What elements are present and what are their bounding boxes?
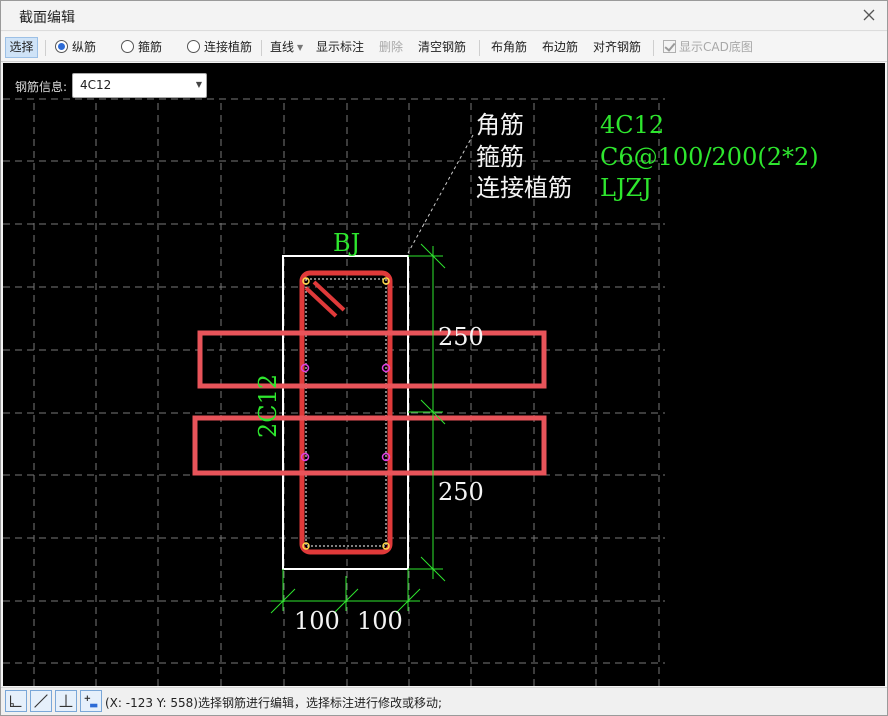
dimension-right <box>408 243 446 582</box>
section-drawing[interactable]: 角筋 4C12 箍筋 C6@100/200(2*2) 连接植筋 LJZJ BJ … <box>3 63 885 686</box>
title-bar: 截面编辑 <box>1 1 887 31</box>
rebar-info-value: 4C12 <box>80 78 112 92</box>
radio-stirrup[interactable]: 箍筋 <box>121 38 162 57</box>
toolbar-separator <box>261 40 262 56</box>
line-dropdown[interactable]: 直线▼ <box>270 38 303 57</box>
dimension-text: 100 <box>357 607 403 635</box>
radio-icon <box>187 40 200 53</box>
connect-bar-value: LJZJ <box>600 174 652 202</box>
delete-button[interactable]: 删除 <box>379 40 404 54</box>
grid <box>3 98 665 686</box>
dimension-bottom <box>270 569 421 614</box>
line-dropdown-label: 直线 <box>270 40 295 54</box>
toolbar-separator <box>479 40 480 56</box>
radio-longitudinal[interactable]: 纵筋 <box>55 38 96 57</box>
corner-bar-button[interactable]: 布角筋 <box>491 40 528 54</box>
side-bar-button[interactable]: 布边筋 <box>542 40 579 54</box>
chevron-down-icon: ▼ <box>195 80 202 89</box>
side-bar-marker <box>381 452 391 462</box>
align-bar-button[interactable]: 对齐钢筋 <box>593 40 642 54</box>
highlight-box-upper <box>197 330 547 389</box>
side-bar-marker <box>381 363 391 373</box>
checkbox-checked-icon <box>663 40 676 53</box>
corner-bar-marker <box>302 542 310 550</box>
connect-bar-label: 连接植筋 <box>476 174 572 202</box>
side-bar-marker <box>300 363 310 373</box>
stirrup-rebar <box>299 270 393 555</box>
corner-bar-marker <box>382 277 390 285</box>
radio-stirrup-label: 箍筋 <box>138 40 163 54</box>
radio-icon <box>121 40 134 53</box>
clear-bars-button[interactable]: 清空钢筋 <box>418 40 467 54</box>
top-side-label: BJ <box>333 229 360 257</box>
radio-connect-label: 连接植筋 <box>204 40 253 54</box>
select-button[interactable]: 选择 <box>5 37 38 58</box>
stirrup-value: C6@100/200(2*2) <box>600 143 819 171</box>
orthogonal-snap-icon[interactable] <box>5 690 27 712</box>
corner-bar-marker <box>382 542 390 550</box>
perpendicular-snap-icon[interactable] <box>55 690 77 712</box>
side-bar-marker <box>300 452 310 462</box>
rebar-info-label: 钢筋信息: <box>15 80 68 94</box>
stirrup-hook <box>304 280 346 318</box>
show-dimension-button[interactable]: 显示标注 <box>316 40 365 54</box>
toolbar-separator <box>45 40 46 56</box>
polar-snap-icon[interactable] <box>30 690 52 712</box>
show-cad-label: 显示CAD底图 <box>679 40 753 54</box>
show-cad-checkbox[interactable]: 显示CAD底图 <box>663 38 753 57</box>
rebar-info-dropdown[interactable]: 4C12 ▼ <box>72 73 207 98</box>
status-text: (X: -123 Y: 558)选择钢筋进行编辑，选择标注进行修改或移动; <box>105 696 443 710</box>
radio-longitudinal-label: 纵筋 <box>72 40 97 54</box>
highlight-box-lower <box>192 415 547 476</box>
stirrup-label: 箍筋 <box>476 143 524 171</box>
stirrup-inner-line <box>305 278 387 547</box>
leader-line <box>407 134 474 254</box>
dimension-text: 250 <box>438 323 484 351</box>
drawing-canvas[interactable]: 角筋 4C12 箍筋 C6@100/200(2*2) 连接植筋 LJZJ BJ … <box>3 63 885 686</box>
side-bar-label: 2C12 <box>254 374 282 438</box>
radio-connect-bar[interactable]: 连接植筋 <box>187 38 252 57</box>
toolbar: 选择 纵筋 箍筋 连接植筋 直线▼ 显示标注 删除 清空钢筋 布角筋 布边筋 对… <box>1 32 887 62</box>
corner-bar-label: 角筋 <box>476 111 524 139</box>
status-bar: (X: -123 Y: 558)选择钢筋进行编辑，选择标注进行修改或移动; <box>1 687 887 715</box>
dimension-snap-icon[interactable] <box>80 690 102 712</box>
window-title: 截面编辑 <box>19 10 75 26</box>
corner-bar-marker <box>302 277 310 285</box>
close-icon[interactable] <box>859 5 879 25</box>
dimension-text: 250 <box>438 478 484 506</box>
toolbar-separator <box>653 40 654 56</box>
corner-bar-value: 4C12 <box>600 111 664 139</box>
chevron-down-icon: ▼ <box>297 43 304 52</box>
radio-selected-icon <box>55 40 68 53</box>
dimension-text: 100 <box>294 607 340 635</box>
